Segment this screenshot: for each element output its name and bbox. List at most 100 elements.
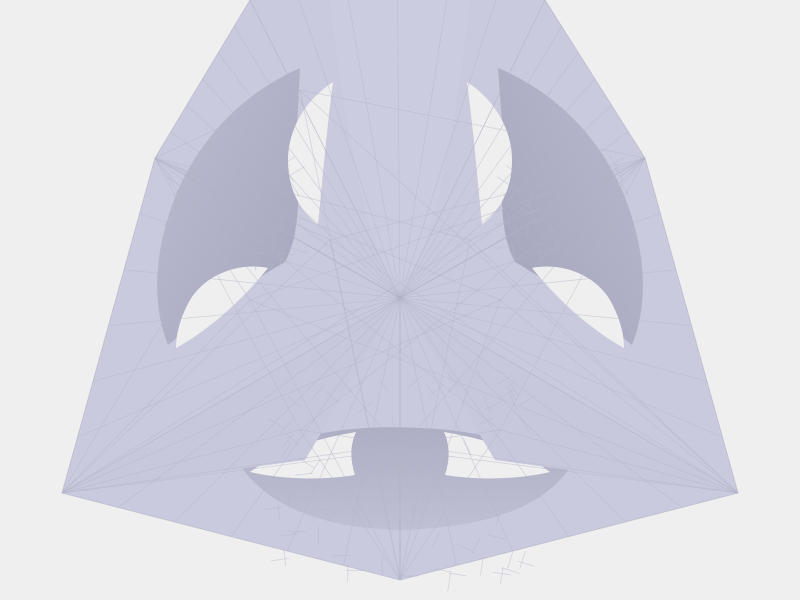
mesh-cavity-edge: [524, 158, 538, 173]
mesh-cavity-edge: [266, 231, 284, 238]
mesh-cavity-edge: [618, 246, 637, 253]
mesh-fan-line: [399, 0, 448, 299]
mesh-cavity-edge: [576, 166, 589, 181]
mesh-cavity-edge: [295, 472, 314, 476]
mesh-cavity-edge: [406, 508, 423, 517]
mesh-fan-line: [399, 78, 596, 299]
mesh-corner-fan-line: [61, 449, 401, 494]
mesh-corner-fan-line: [499, 157, 646, 301]
mesh-cavity-edge: [182, 188, 197, 201]
mesh-corner-fan-line: [154, 89, 301, 159]
mesh-cavity-edge: [507, 211, 511, 230]
mesh-cavity-edge: [260, 238, 278, 248]
mesh-fan-line: [399, 26, 562, 299]
mesh-cavity-edge: [361, 469, 370, 486]
hole-upper-left-top: [288, 82, 333, 225]
mesh-cavity-edge: [519, 395, 536, 406]
mesh-cavity-edge: [518, 415, 530, 432]
mesh-cavity-edge: [596, 231, 614, 238]
mesh-corner-fan-line: [299, 429, 739, 494]
mesh-cavity-edge: [493, 222, 512, 225]
mesh-cavity-edge: [558, 212, 576, 221]
mesh-cavity-edge: [283, 547, 287, 566]
mesh-cavity-edge: [480, 557, 484, 576]
mesh-fan-line: [186, 105, 401, 299]
mesh-cavity-edge: [425, 384, 438, 399]
mesh-cavity-edge: [580, 153, 593, 168]
mesh-cavity-edge: [299, 458, 315, 469]
mesh-cavity-edge: [518, 199, 535, 211]
mesh-cavity-edge: [471, 538, 480, 555]
mesh-cavity-edge: [607, 251, 626, 256]
mesh-cavity-edge: [264, 173, 282, 182]
mesh-fan-line: [287, 297, 401, 552]
hole-upper-right-top: [467, 82, 512, 225]
mesh-corner-fan-line: [499, 157, 646, 431]
mesh-cavity-edge: [238, 155, 253, 168]
mesh-cavity-edge: [315, 506, 334, 513]
mesh-cavity-edge: [548, 156, 561, 171]
mesh-cavity-edge: [289, 233, 296, 251]
mesh-cavity-edge: [509, 393, 518, 411]
mesh-cavity-edge: [431, 453, 448, 462]
mesh-cavity-edge: [288, 246, 307, 253]
mesh-cavity-edge: [512, 188, 527, 201]
mesh-corner-fan-line: [249, 157, 646, 301]
mesh-cavity-edge: [280, 442, 292, 459]
mesh-cavity-edge: [177, 211, 181, 230]
mesh-cavity-edge: [599, 162, 607, 180]
mesh-cavity-edge: [287, 491, 291, 510]
mesh-cavity-edge: [484, 401, 502, 410]
mesh-cavity-edge: [431, 530, 441, 548]
mesh-fan-line: [399, 131, 629, 299]
mesh-fan-line: [399, 297, 723, 438]
mesh-cavity-edge: [600, 177, 618, 185]
mesh-corner-fan-line: [499, 429, 739, 494]
mesh-cavity-edge: [619, 233, 626, 251]
mesh-fan-line: [399, 297, 708, 382]
mesh-cavity-edge: [527, 200, 534, 218]
mesh-cavity-edge: [280, 533, 299, 537]
mesh-cavity-edge: [269, 418, 285, 430]
mesh-cavity-edge: [504, 192, 516, 209]
mesh-cavity-edge: [506, 385, 517, 401]
mesh-cavity-edge: [522, 209, 540, 216]
mesh-cavity-edge: [289, 165, 306, 176]
mesh-cavity-edge: [197, 200, 204, 218]
mesh-cavity-edge: [447, 372, 460, 387]
mesh-cavity-edge: [173, 182, 186, 197]
mesh-cavity-edge: [404, 484, 413, 502]
mesh-cavity-edge: [391, 416, 398, 435]
mesh-cavity-edge: [308, 479, 324, 491]
mesh-cavity-edge: [456, 543, 473, 552]
mesh-edge-right-ridge: [399, 157, 646, 299]
mesh-cavity-edge: [577, 250, 596, 255]
mesh-cavity-edge: [181, 241, 185, 260]
mesh-fan-line: [118, 297, 401, 508]
mesh-cavity-edge: [283, 166, 294, 183]
mesh-cavity-edge: [511, 241, 515, 260]
mesh-cavity-edge: [575, 233, 584, 250]
mesh-cavity-edge: [514, 204, 531, 215]
mesh-cavity-edge: [502, 567, 520, 574]
mesh-cavity-edge: [498, 389, 515, 400]
mesh-cavity-edge: [503, 182, 516, 197]
mesh-cavity-edge: [325, 391, 340, 404]
mesh-cavity-edge: [483, 395, 491, 413]
mesh-corner-fan-line: [154, 157, 471, 241]
mesh-cavity-edge: [496, 245, 515, 249]
mesh-cavity-edge: [496, 176, 513, 187]
mesh-cavity-edge: [176, 164, 191, 178]
mesh-cavity-edge: [278, 213, 285, 232]
mesh-fan-line: [77, 297, 401, 438]
mesh-cavity-edge: [594, 173, 612, 182]
mesh-fan-line: [92, 297, 401, 382]
mesh-fan-line: [230, 297, 401, 537]
mesh-cavity-edge: [277, 251, 296, 256]
mesh-cavity-edge: [213, 204, 222, 222]
mesh-cavity-edge: [200, 169, 215, 182]
mesh-cavity-edge: [523, 192, 535, 208]
mesh-corner-fan-line: [249, 299, 739, 494]
